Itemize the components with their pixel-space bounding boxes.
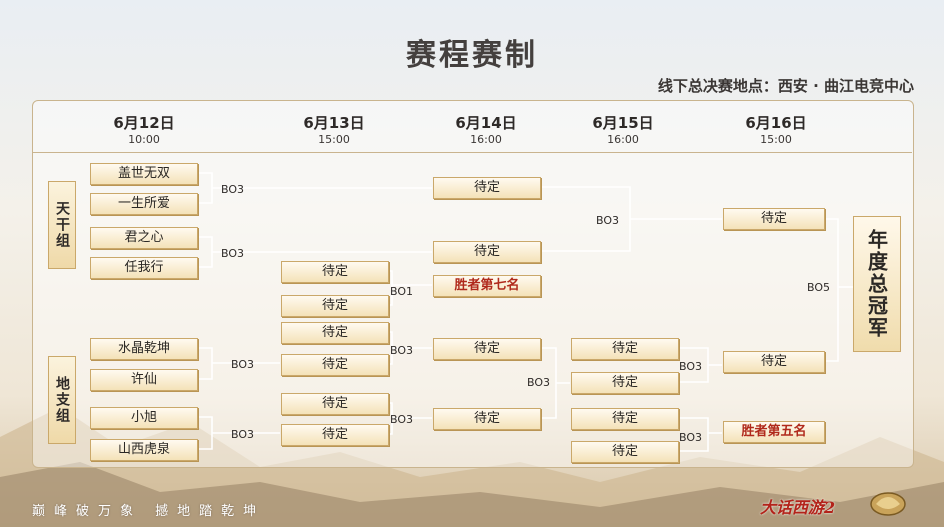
team-box: 盖世无双 (90, 163, 198, 185)
tbd-box: 待定 (433, 241, 541, 263)
slogan: 巅峰破万象 撼地踏乾坤 (32, 504, 266, 519)
group-dizhi: 地支组 (48, 356, 76, 444)
header-divider (32, 152, 912, 153)
format-label: BO3 (221, 247, 245, 260)
tbd-box: 待定 (723, 351, 825, 373)
tbd-box: 待定 (281, 261, 389, 283)
team-box: 任我行 (90, 257, 198, 279)
group-tiangan: 天干组 (48, 181, 76, 269)
venue-label: 线下总决赛地点：西安 · 曲江电竞中心 (657, 77, 914, 95)
format-label: BO3 (221, 183, 245, 196)
time-2: 15:00 (318, 133, 350, 146)
tbd-box: 待定 (723, 208, 825, 230)
winner-seventh-box: 胜者第七名 (433, 275, 541, 297)
winner-fifth-box: 胜者第五名 (723, 421, 825, 443)
date-5: 6月16日 (745, 114, 807, 132)
tbd-box: 待定 (281, 393, 389, 415)
team-box: 水晶乾坤 (90, 338, 198, 360)
format-label: BO3 (679, 431, 703, 444)
format-label: BO1 (390, 285, 414, 298)
tbd-box: 待定 (433, 408, 541, 430)
date-3: 6月14日 (455, 114, 517, 132)
time-3: 16:00 (470, 133, 502, 146)
time-1: 10:00 (128, 133, 160, 146)
team-box: 小旭 (90, 407, 198, 429)
annual-champion-box: 年度总冠军 (853, 216, 901, 352)
tbd-box: 待定 (571, 441, 679, 463)
format-label: BO3 (527, 376, 551, 389)
tbd-box: 待定 (281, 354, 389, 376)
date-1: 6月12日 (113, 114, 175, 132)
tbd-box: 待定 (571, 372, 679, 394)
date-2: 6月13日 (303, 114, 365, 132)
tbd-box: 待定 (281, 322, 389, 344)
format-label: BO3 (390, 413, 414, 426)
tbd-box: 待定 (571, 338, 679, 360)
format-label: BO3 (596, 214, 620, 227)
tbd-box: 待定 (281, 295, 389, 317)
date-4: 6月15日 (592, 114, 654, 132)
format-label: BO3 (231, 428, 255, 441)
tbd-box: 待定 (433, 177, 541, 199)
team-box: 许仙 (90, 369, 198, 391)
format-label: BO5 (807, 281, 831, 294)
team-box: 一生所爱 (90, 193, 198, 215)
time-5: 15:00 (760, 133, 792, 146)
format-label: BO3 (231, 358, 255, 371)
page-title: 赛程赛制 (406, 38, 538, 73)
time-4: 16:00 (607, 133, 639, 146)
team-box: 山西虎泉 (90, 439, 198, 461)
format-label: BO3 (679, 360, 703, 373)
tbd-box: 待定 (433, 338, 541, 360)
tbd-box: 待定 (281, 424, 389, 446)
emblem-icon (870, 492, 906, 516)
game-logo: 大话西游2 (760, 498, 836, 517)
format-label: BO3 (390, 344, 414, 357)
mountain-background (0, 407, 944, 527)
tbd-box: 待定 (571, 408, 679, 430)
team-box: 君之心 (90, 227, 198, 249)
